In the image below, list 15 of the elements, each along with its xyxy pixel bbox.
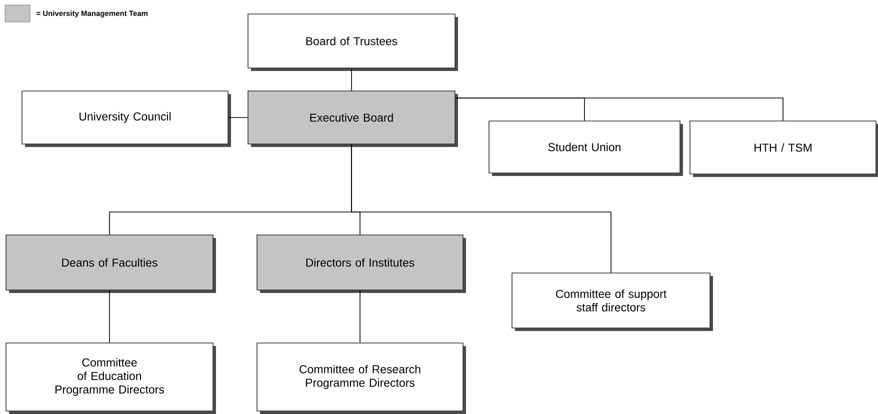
connector-line [351, 144, 612, 273]
connector-line [228, 117, 248, 118]
management-box: Deans of Faculties [6, 234, 216, 293]
management-box: Directors of Institutes [256, 234, 466, 293]
management-box: Executive Board [248, 90, 458, 147]
org-box: Board of Trustees [248, 14, 458, 71]
connector-line [455, 98, 784, 121]
org-box: Student Union [488, 120, 683, 176]
org-box: Committee of support staff directors [512, 272, 713, 331]
org-box: HTH / TSM [690, 120, 878, 177]
org-box: Committee of Education Programme Directors [6, 342, 216, 414]
org-box: University Council [22, 90, 231, 147]
connector-line [109, 290, 110, 343]
connector-line [351, 68, 352, 91]
org-box: Committee of Research Programme Directors [256, 342, 466, 414]
